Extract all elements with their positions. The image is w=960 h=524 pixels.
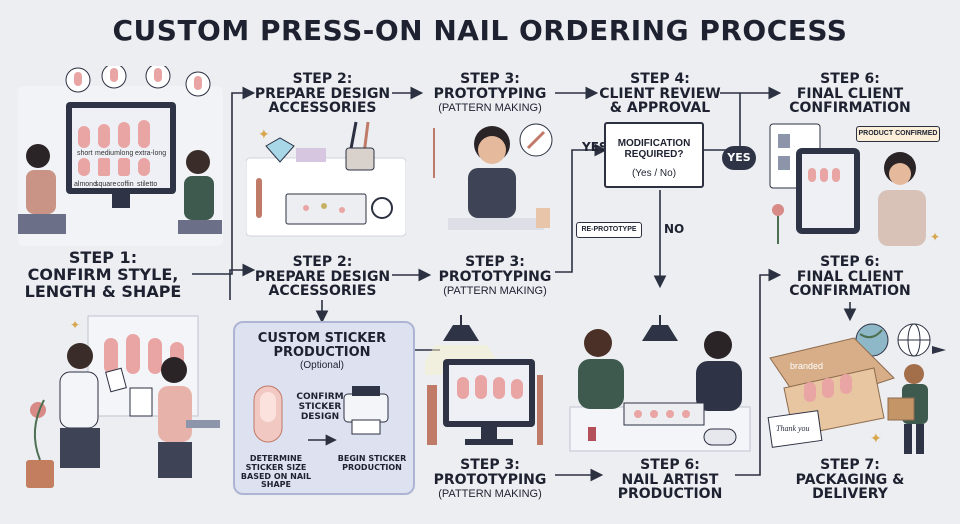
nail-artist-production-illustration [569,315,751,452]
nail-shape-short: short [77,150,93,157]
sticker-confirm-design: CONFIRM STICKER DESIGN [296,392,344,422]
nail-shape-medium: medium [95,150,120,157]
sticker-title: CUSTOM STICKER PRODUCTION (Optional) [257,331,387,372]
product-confirmed-badge: PRODUCT CONFIRMED [856,126,940,142]
prototyping-artist-illustration [433,123,553,230]
step1-label: STEP 1: CONFIRM STYLE, LENGTH & SHAPE [24,248,182,301]
step3-bottom-label: STEP 3: PROTOTYPING (PATTERN MAKING) [433,457,547,501]
nail-shape-coffin: coffin [117,181,134,188]
nail-shape-stiletto: stiletto [137,181,158,188]
yes-badge: YES [722,146,756,170]
accessories-illustration [246,121,406,237]
sparkle-icon: ✦ [258,126,270,142]
thank-you-card: Thank you [776,424,810,433]
no-label: NO [664,222,685,236]
step6-top-label: STEP 6: FINAL CLIENT CONFIRMATION [789,71,911,117]
step3-mid-label: STEP 3: PROTOTYPING (PATTERN MAKING) [438,254,552,298]
step3-top-label: STEP 3: PROTOTYPING (PATTERN MAKING) [433,71,547,115]
sparkle-icon: ✦ [870,430,882,446]
nail-shape-square: square [95,181,117,188]
nail-shape-almond: almond [74,181,97,188]
step2-mid-label: STEP 2: PREPARE DESIGN ACCESSORIES [254,254,391,300]
sparkle-icon: ✦ [930,230,941,244]
step6-mid-label: STEP 6: FINAL CLIENT CONFIRMATION [789,254,911,300]
decision-options: (Yes / No) [631,168,677,179]
modification-decision-box: MODIFICATION REQUIRED? (Yes / No) [604,122,704,188]
sticker-begin-production: BEGIN STICKER PRODUCTION [337,454,407,472]
step4-label: STEP 4: CLIENT REVIEW & APPROVAL [599,71,721,117]
prototype-computer-illustration [425,315,543,445]
nail-shape-long: long [120,150,134,157]
client-tablet-illustration [769,123,926,246]
nail-shape-extra-long: extra-long [135,150,167,157]
step6-bottom-label: STEP 6: NAIL ARTIST PRODUCTION [617,457,723,503]
consultation-poster-illustration [26,315,220,488]
step2-top-label: STEP 2: PREPARE DESIGN ACCESSORIES [254,71,391,117]
page-title: CUSTOM PRESS-ON NAIL ORDERING PROCESS [112,14,848,47]
sticker-process-illustration [253,385,389,446]
sticker-determine-size: DETERMINE STICKER SIZE BASED ON NAIL SHA… [240,454,312,490]
sparkle-icon: ✦ [70,318,81,332]
step7-label: STEP 7: PACKAGING & DELIVERY [795,457,905,503]
decision-question: MODIFICATION REQUIRED? [617,138,691,160]
consultation-illustration [18,66,223,246]
box-branded-label: branded [790,361,824,371]
packaging-delivery-illustration [767,323,946,454]
yes-label: YES [582,140,608,154]
re-prototype-tag: RE-PROTOTYPE [576,222,642,238]
